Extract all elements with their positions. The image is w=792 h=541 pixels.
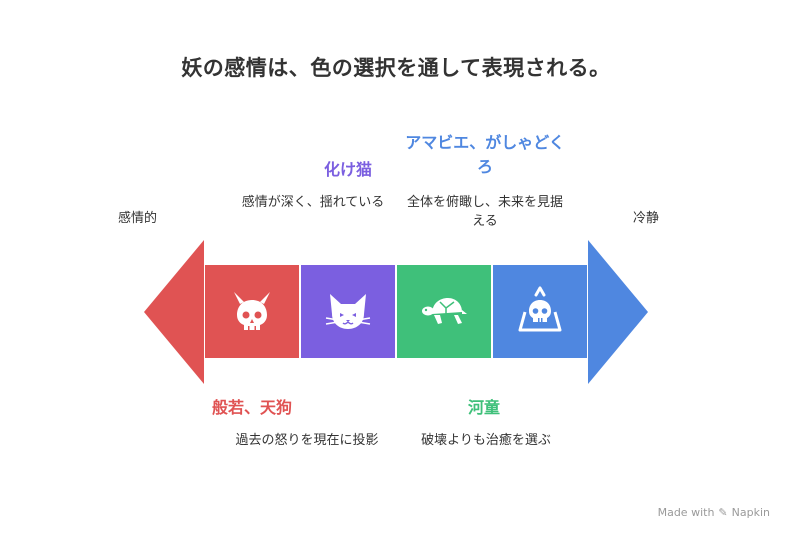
watermark-text: Made with (657, 506, 715, 519)
napkin-logo-icon: ✎ (718, 506, 728, 519)
skull-warning-icon (518, 286, 562, 332)
cat-face-icon (325, 294, 371, 329)
segment-4-description: 全体を俯瞰し、未来を見据える (406, 195, 563, 229)
segment-4-heading: アマビエ、がしゃどくろ (405, 133, 565, 176)
horned-skull-icon (234, 292, 270, 330)
segment-3-description: 破壊よりも治癒を選ぶ (421, 433, 551, 448)
segment-2-description: 感情が深く、揺れている (241, 195, 385, 210)
left-arrowhead (144, 240, 204, 384)
watermark-brand: Napkin (731, 506, 770, 519)
turtle-icon (422, 298, 467, 324)
segment-2-heading: 化け猫 (323, 160, 372, 179)
left-end-label: 感情的 (118, 211, 158, 226)
segment-3-heading: 河童 (467, 398, 500, 417)
page-title: 妖の感情は、色の選択を通して表現される。 (181, 56, 611, 80)
segment-1-description: 過去の怒りを現在に投影 (235, 433, 379, 448)
segment-1-heading: 般若、天狗 (211, 398, 292, 417)
watermark: Made with ✎ Napkin (658, 506, 770, 519)
right-arrowhead (588, 240, 648, 384)
right-end-label: 冷静 (633, 211, 660, 226)
